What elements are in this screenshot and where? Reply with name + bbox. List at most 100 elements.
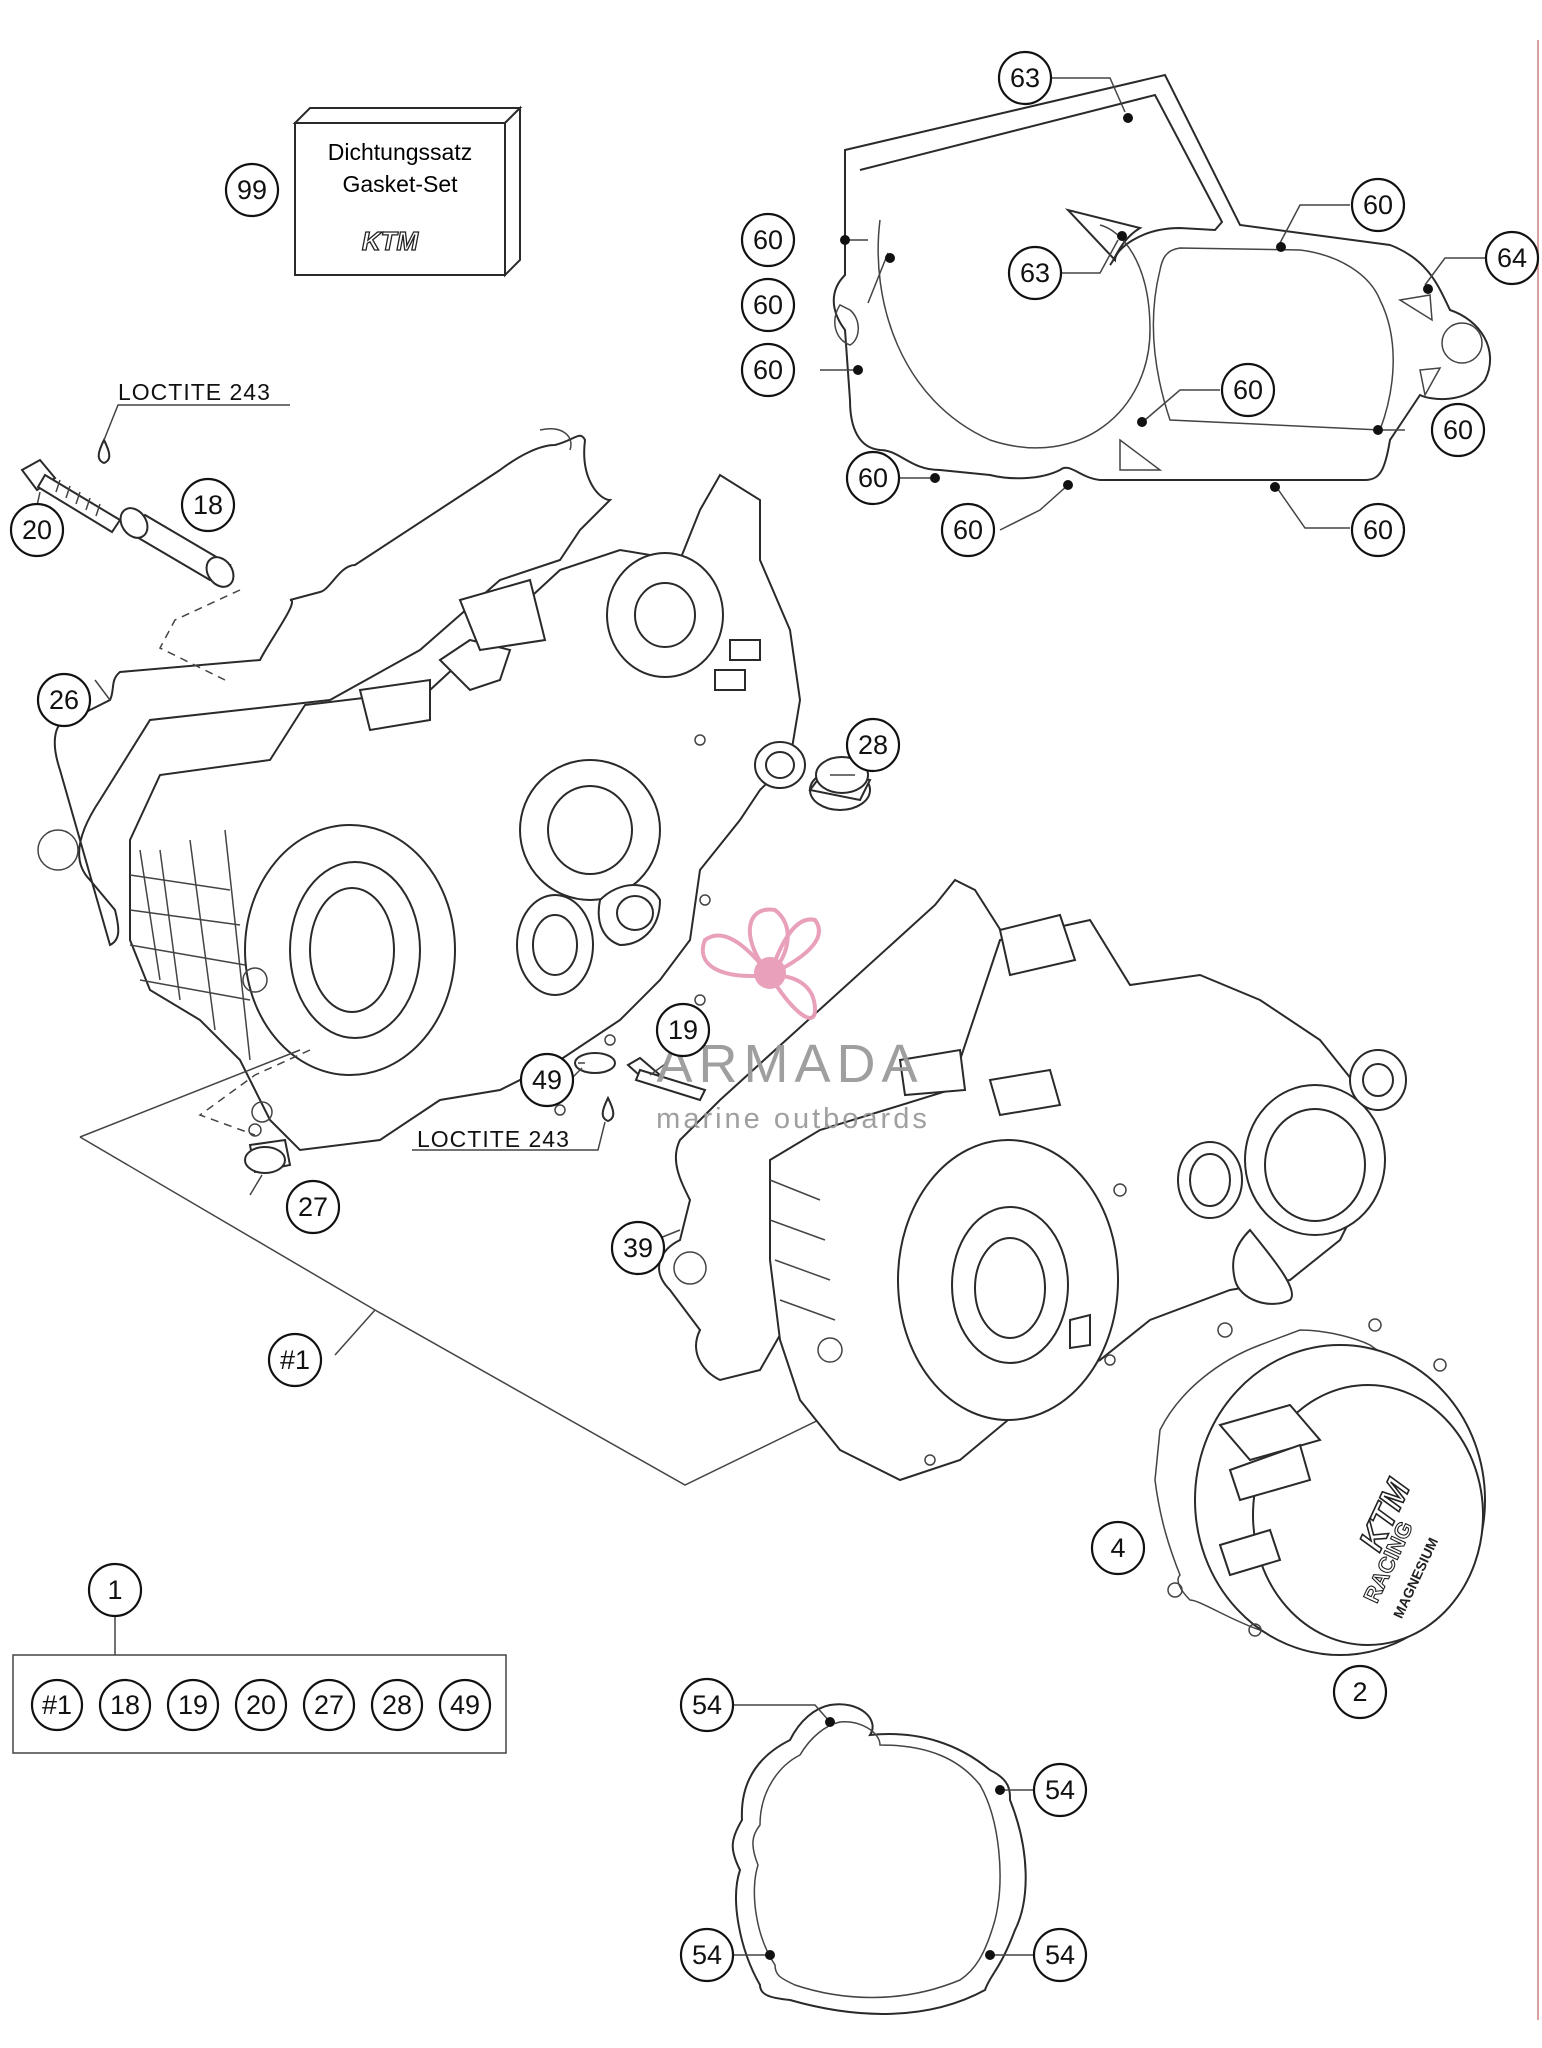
callout-28: 28 [845,717,901,773]
assembly-bracket-top [79,1049,301,1138]
callout-26: 26 [36,672,92,728]
propeller-icon [700,907,821,1020]
kit-content-callout: #1 [30,1678,84,1732]
gasket-set-box: Dichtungssatz Gasket-Set KTM [292,105,523,278]
callout-99: 99 [224,162,280,218]
loctite-drop-top [97,404,290,465]
svg-text:54: 54 [692,1940,722,1970]
svg-text:60: 60 [1443,415,1473,445]
svg-text:28: 28 [858,730,888,760]
kit-content-label: 20 [246,1690,276,1720]
callout-60-e: 60 [1220,362,1276,418]
callout-60-d: 60 [740,342,796,398]
callout-60-i: 60 [1350,502,1406,558]
kit-content-label: 27 [314,1690,344,1720]
svg-text:63: 63 [1010,63,1040,93]
svg-text:54: 54 [1045,1940,1075,1970]
svg-text:20: 20 [22,515,52,545]
svg-text:2: 2 [1352,1677,1367,1707]
svg-text:4: 4 [1110,1533,1125,1563]
bolt-20 [20,458,122,534]
callout-39: 39 [610,1220,666,1276]
svg-text:60: 60 [1363,190,1393,220]
washer-49 [574,1052,616,1074]
cover-gasket-leaders [730,1704,1035,1960]
callout-54-c: 54 [679,1927,735,1983]
callout-19: 19 [655,1002,711,1058]
callout-63-inner: 63 [1007,245,1063,301]
callout-20: 20 [9,502,65,558]
callout-49: 49 [519,1052,575,1108]
svg-text:39: 39 [623,1233,653,1263]
callout-54-b: 54 [1032,1762,1088,1818]
callout-2: 2 [1332,1664,1388,1720]
svg-text:27: 27 [298,1192,328,1222]
callout-27: 27 [285,1179,341,1235]
kit-content-label: 18 [110,1690,140,1720]
callout-60-f: 60 [1430,402,1486,458]
gasket-box-line1: Dichtungssatz [328,139,472,165]
callout-60-a: 60 [1350,177,1406,233]
ignition-cover: KTM RACING MAGNESIUM [1154,1318,1486,1656]
callout-60-h: 60 [940,502,996,558]
svg-text:54: 54 [1045,1775,1075,1805]
watermark-tagline: marine outboards [656,1103,930,1135]
callout-60-c: 60 [740,277,796,333]
sleeve-18 [119,507,235,588]
callout-64: 64 [1484,230,1540,286]
svg-text:64: 64 [1497,243,1527,273]
loctite-label-top: LOCTITE 243 [118,379,271,405]
svg-text:18: 18 [193,490,223,520]
svg-text:60: 60 [858,463,888,493]
callout-54-a: 54 [679,1677,735,1733]
svg-text:60: 60 [753,225,783,255]
svg-text:49: 49 [532,1065,562,1095]
kit-content-callout: 28 [370,1678,424,1732]
svg-text:26: 26 [49,685,79,715]
kit-content-label: 28 [382,1690,412,1720]
crankcase-gasket-top [832,73,1491,481]
callout-60-g: 60 [845,450,901,506]
assembly-leader [334,1309,376,1356]
kit-content-label: 49 [450,1690,480,1720]
kit-contents-box [12,1615,507,1754]
loctite-drop-bottom [412,1095,615,1151]
callout-18: 18 [180,477,236,533]
right-crankcase-half [769,913,1407,1482]
callout-63-top: 63 [997,50,1053,106]
svg-text:#1: #1 [280,1345,310,1375]
kit-content-callout: 18 [98,1678,152,1732]
callout-1: 1 [87,1562,143,1618]
ktm-logo: KTM [362,226,420,256]
kit-content-label: #1 [42,1690,72,1720]
svg-text:1: 1 [107,1575,122,1605]
svg-text:60: 60 [953,515,983,545]
svg-text:54: 54 [692,1690,722,1720]
svg-text:99: 99 [237,175,267,205]
bolt-19 [626,1056,707,1102]
callout-54-d: 54 [1032,1927,1088,1983]
callout-4: 4 [1090,1520,1146,1576]
cover-gasket [731,1703,1027,2015]
svg-text:63: 63 [1020,258,1050,288]
svg-text:60: 60 [1363,515,1393,545]
kit-contents-row: #1 18 19 20 27 28 49 [30,1678,492,1732]
kit-content-callout: 19 [166,1678,220,1732]
top-gasket-bolt-dots [840,113,1433,492]
svg-text:60: 60 [1233,375,1263,405]
svg-text:19: 19 [668,1015,698,1045]
callout-assembly-1: #1 [267,1332,323,1388]
kit-content-label: 19 [178,1690,208,1720]
kit-content-callout: 20 [234,1678,288,1732]
svg-text:60: 60 [753,290,783,320]
svg-text:60: 60 [753,355,783,385]
left-crankcase-half [129,473,806,1152]
kit-content-callout: 49 [438,1678,492,1732]
loctite-label-bottom: LOCTITE 243 [417,1126,570,1152]
assembly-bracket-line [79,1136,871,1486]
callout-60-b: 60 [740,212,796,268]
kit-content-callout: 27 [302,1678,356,1732]
gasket-box-line2: Gasket-Set [342,171,458,197]
